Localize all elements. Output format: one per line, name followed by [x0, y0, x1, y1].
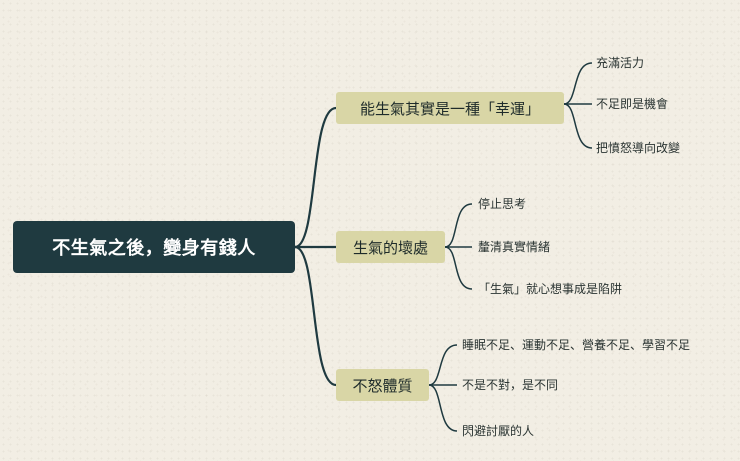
- link-b2-leaf-1: [444, 203, 473, 248]
- subtopic-1-3[interactable]: 把憤怒導向改變: [596, 141, 681, 155]
- link-b1-leaf-3: [563, 103, 593, 149]
- link-root-branch-3: [294, 245, 337, 387]
- subtopic-2-2[interactable]: 釐清真實情緒: [478, 240, 551, 254]
- subtopic-2-1[interactable]: 停止思考: [478, 197, 527, 211]
- root-topic[interactable]: 不生氣之後，變身有錢人: [13, 221, 295, 273]
- subtopic-1-1[interactable]: 充滿活力: [596, 56, 645, 70]
- link-b3-leaf-1: [428, 344, 458, 386]
- link-b3-leaf-3: [428, 384, 458, 432]
- link-b1-leaf-1: [563, 62, 593, 105]
- link-root-branch-1: [294, 106, 337, 249]
- subtopic-1-2[interactable]: 不足即是機會: [596, 97, 669, 111]
- subtopic-3-2[interactable]: 不是不對，是不同: [462, 378, 559, 392]
- branch-topic-3[interactable]: 不怒體質: [336, 369, 429, 401]
- subtopic-2-3[interactable]: 「生氣」就心想事成是陷阱: [478, 282, 623, 296]
- link-b2-leaf-3: [444, 246, 473, 290]
- subtopic-3-1[interactable]: 睡眠不足、運動不足、營養不足、學習不足: [462, 338, 691, 352]
- branch-topic-1[interactable]: 能生氣其實是一種「幸運」: [336, 92, 564, 124]
- subtopic-3-3[interactable]: 閃避討厭的人: [462, 424, 535, 438]
- branch-topic-2[interactable]: 生氣的壞處: [336, 231, 445, 263]
